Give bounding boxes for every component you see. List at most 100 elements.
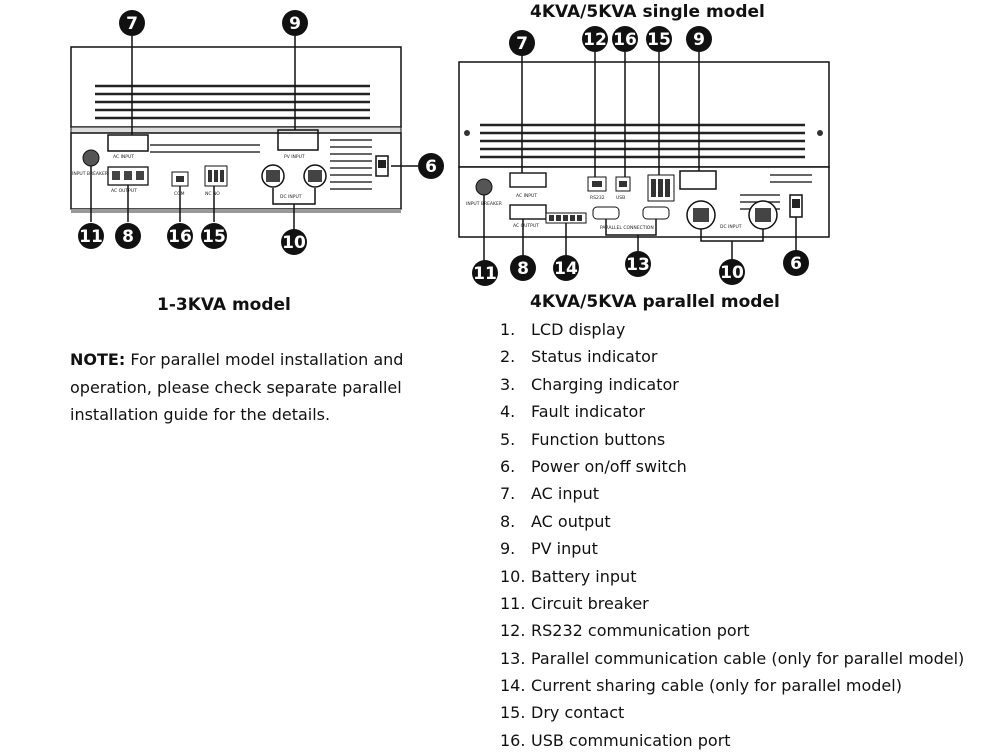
svg-text:7: 7 — [516, 34, 528, 54]
list-number: 5. — [500, 429, 516, 449]
svg-text:15: 15 — [202, 227, 226, 247]
svg-text:9: 9 — [289, 14, 301, 34]
list-item: 13.Parallel communication cable (only fo… — [500, 645, 964, 672]
list-item: 6. Power on/off switch — [500, 453, 964, 480]
svg-text:10: 10 — [282, 233, 306, 253]
svg-text:INPUT BREAKER: INPUT BREAKER — [72, 171, 108, 177]
svg-text:AC OUTPUT: AC OUTPUT — [111, 188, 137, 194]
list-item: 16.USB communication port — [500, 727, 964, 754]
svg-text:9: 9 — [693, 30, 705, 50]
ac-input-port — [107, 134, 149, 152]
list-label: Circuit breaker — [531, 593, 649, 613]
list-label: AC input — [531, 484, 600, 504]
parts-list: 1. LCD display 2. Status indicator 3. Charg… — [500, 316, 964, 754]
svg-text:PARALLEL CONNECTION: PARALLEL CONNECTION — [600, 225, 654, 231]
svg-text:8: 8 — [517, 259, 529, 279]
svg-text:16: 16 — [168, 227, 192, 247]
callout-15: 15 — [201, 223, 227, 249]
list-item: 11.Circuit breaker — [500, 590, 964, 617]
svg-text:13: 13 — [626, 255, 650, 275]
list-label: LCD display — [531, 320, 626, 339]
list-number: 13. — [500, 648, 526, 668]
list-number: 6. — [500, 456, 516, 476]
list-number: 1. — [500, 320, 516, 339]
list-number: 3. — [500, 374, 516, 394]
callout-9: 9 — [282, 10, 308, 36]
list-number: 10. — [500, 566, 526, 586]
callout-16: 16 — [612, 26, 638, 52]
list-label: Function buttons — [531, 429, 666, 449]
note-label: NOTE: — [70, 350, 126, 369]
pv-input-port — [277, 129, 319, 151]
svg-text:8: 8 — [122, 227, 134, 247]
list-item: 10.Battery input — [500, 563, 964, 590]
list-item: 3. Charging indicator — [500, 371, 964, 398]
list-item: 12.RS232 communication port — [500, 617, 964, 644]
list-number: 14. — [500, 676, 526, 696]
list-label: PV input — [531, 539, 598, 559]
callout-11: 11 — [472, 260, 498, 286]
list-item: 14.Current sharing cable (only for paral… — [500, 672, 964, 699]
list-item: 4.Fault indicator — [500, 398, 964, 425]
list-label: Parallel communication cable (only for p… — [531, 648, 965, 668]
list-item: 8. AC output — [500, 508, 964, 535]
callout-7: 7 — [119, 10, 145, 36]
svg-text:6: 6 — [425, 157, 437, 177]
svg-text:AC INPUT: AC INPUT — [113, 154, 134, 160]
svg-text:AC INPUT: AC INPUT — [516, 193, 537, 199]
svg-text:DC INPUT: DC INPUT — [720, 224, 742, 230]
svg-text:RS232: RS232 — [590, 195, 605, 201]
svg-text:AC OUTPUT: AC OUTPUT — [513, 223, 539, 229]
svg-text:11: 11 — [473, 264, 497, 284]
list-number: 7. — [500, 484, 516, 504]
list-number: 8. — [500, 511, 516, 531]
callout-6: 6 — [783, 250, 809, 276]
list-label: RS232 communication port — [531, 621, 750, 641]
svg-text:USB: USB — [616, 195, 625, 201]
list-item: 7. AC input — [500, 480, 964, 507]
note-text: For parallel model installation and oper… — [70, 350, 404, 424]
list-label: Status indicator — [531, 347, 658, 367]
list-label: Charging indicator — [531, 374, 679, 394]
list-item: 2. Status indicator — [500, 343, 964, 370]
list-item: 15.Dry contact — [500, 699, 964, 726]
diagram-1-3kva: AC INPUT PV INPUT INPUT BREAKER AC OUTPU… — [70, 10, 444, 255]
svg-text:11: 11 — [79, 227, 103, 247]
note-paragraph: NOTE: For parallel model installation an… — [70, 346, 490, 429]
callout-9: 9 — [686, 26, 712, 52]
list-number: 15. — [500, 703, 526, 723]
list-label: Current sharing cable (only for parallel… — [531, 676, 902, 696]
heading-small-model: 1-3KVA model — [157, 295, 291, 315]
list-number: 4. — [500, 402, 516, 422]
list-label: Power on/off switch — [531, 456, 687, 476]
callout-10: 10 — [719, 259, 745, 285]
svg-text:15: 15 — [647, 30, 671, 50]
heading-parallel-model: 4KVA/5KVA parallel model — [530, 292, 780, 312]
list-number: 2. — [500, 347, 516, 367]
heading-single-model: 4KVA/5KVA single model — [530, 2, 765, 22]
callout-12: 12 — [582, 26, 608, 52]
svg-text:NC NO: NC NO — [205, 191, 220, 197]
callout-8: 8 — [115, 223, 141, 249]
callout-16: 16 — [167, 223, 193, 249]
circuit-breaker — [82, 149, 100, 167]
list-number: 12. — [500, 621, 526, 641]
list-label: USB communication port — [531, 730, 731, 750]
svg-text:14: 14 — [554, 259, 578, 279]
callout-13: 13 — [625, 251, 651, 277]
callout-14: 14 — [553, 255, 579, 281]
svg-text:6: 6 — [790, 254, 802, 274]
callout-8: 8 — [510, 255, 536, 281]
svg-text:12: 12 — [583, 30, 607, 50]
list-item: 5. Function buttons — [500, 426, 964, 453]
svg-text:10: 10 — [720, 263, 744, 283]
svg-text:7: 7 — [126, 14, 138, 34]
callout-6: 6 — [418, 153, 444, 179]
svg-text:DC INPUT: DC INPUT — [280, 194, 302, 200]
list-label: Dry contact — [531, 703, 625, 723]
list-number: 11. — [500, 593, 526, 613]
callout-11: 11 — [78, 223, 104, 249]
callout-15: 15 — [646, 26, 672, 52]
list-number: 9. — [500, 539, 516, 559]
list-label: AC output — [531, 511, 611, 531]
